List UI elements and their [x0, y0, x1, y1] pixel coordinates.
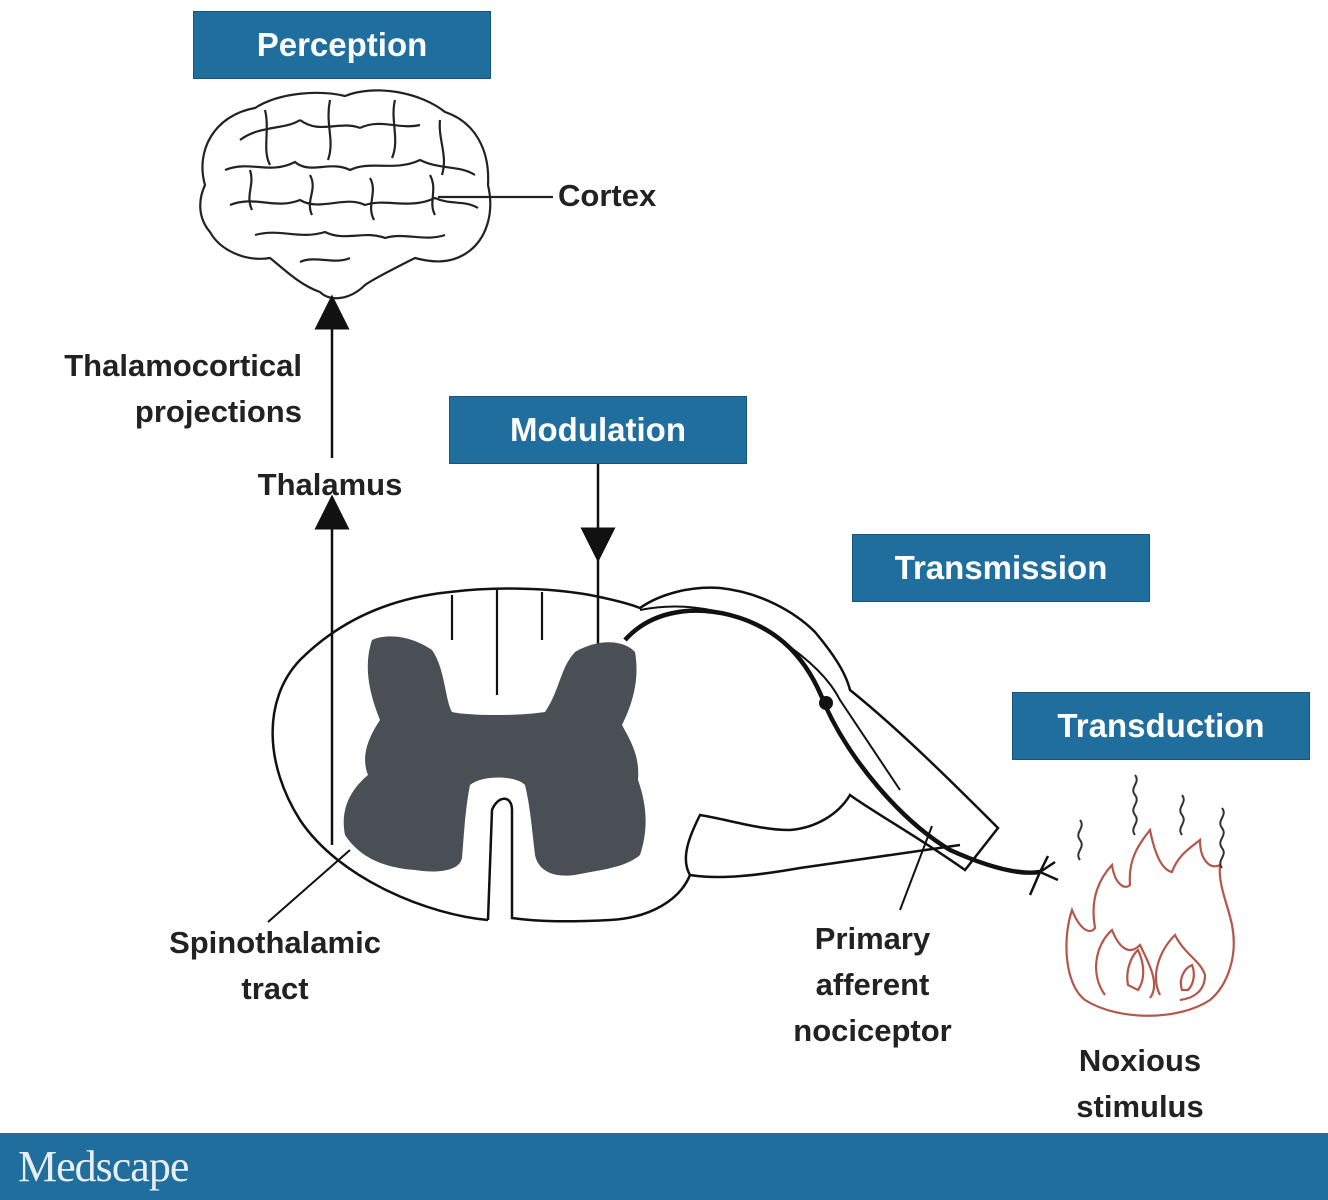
- transduction-label: Transduction: [1057, 707, 1265, 744]
- spinal-cord-outline: [271, 586, 1000, 923]
- thalamocortical-label: Thalamocortical projections: [18, 343, 302, 435]
- noxious-label: Noxious stimulus: [1050, 1038, 1230, 1130]
- thalamus-label: Thalamus: [257, 467, 403, 502]
- afferent-label: Primary afferent nociceptor: [765, 916, 980, 1054]
- spinothalamic-label: Spinothalamic tract: [140, 920, 410, 1012]
- modulation-box: Modulation: [450, 397, 746, 463]
- footer-bar: Medscape: [0, 1133, 1328, 1200]
- brain-icon: [199, 89, 492, 300]
- nociceptor-fiber: [623, 608, 1041, 875]
- medscape-logo: Medscape: [18, 1142, 189, 1191]
- thalamocortical-label-line1: Thalamocortical: [64, 348, 302, 383]
- cortex-label: Cortex: [558, 178, 657, 213]
- afferent-leader-line: [899, 825, 933, 911]
- noxious-label-line1: Noxious: [1078, 1043, 1202, 1078]
- perception-box: Perception: [194, 12, 490, 78]
- afferent-label-line3: nociceptor: [793, 1013, 952, 1048]
- thalamocortical-label-line2: projections: [134, 394, 302, 429]
- noxious-label-line2: stimulus: [1076, 1089, 1204, 1124]
- transmission-label: Transmission: [894, 549, 1108, 586]
- transmission-box: Transmission: [853, 535, 1149, 601]
- heat-waves-icon: [1077, 774, 1225, 869]
- afferent-label-line1: Primary: [814, 921, 931, 956]
- gray-matter-shape: [343, 636, 646, 876]
- spinothalamic-label-line2: tract: [241, 971, 309, 1006]
- spinothalamic-leader-line: [267, 849, 351, 923]
- nerve-ending-icon: [1028, 855, 1059, 896]
- afferent-label-line2: afferent: [815, 967, 930, 1002]
- flame-icon: [1065, 827, 1235, 1017]
- perception-label: Perception: [256, 26, 428, 63]
- spinothalamic-label-line1: Spinothalamic: [169, 925, 381, 960]
- modulation-label: Modulation: [510, 411, 686, 448]
- dorsal-root-ganglion-cell: [819, 696, 833, 710]
- transduction-box: Transduction: [1013, 693, 1309, 759]
